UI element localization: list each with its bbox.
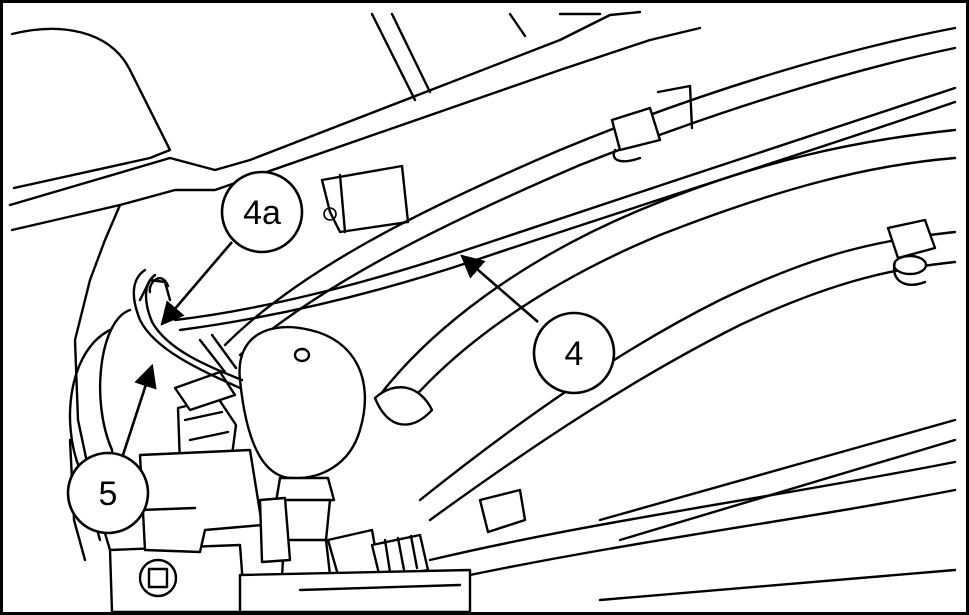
left-mount bbox=[68, 278, 172, 542]
valve-block bbox=[108, 448, 472, 614]
hose-clamp bbox=[886, 218, 937, 286]
callout-label-4: 4 bbox=[565, 335, 584, 373]
callout-label-4a: 4a bbox=[243, 194, 281, 232]
callout-5: 5 bbox=[66, 451, 150, 535]
clip-bracket bbox=[320, 164, 410, 234]
hose-bundle bbox=[173, 26, 957, 602]
leader-4 bbox=[460, 254, 539, 323]
leader-lines bbox=[120, 241, 539, 459]
callout-label-5: 5 bbox=[99, 475, 118, 513]
leader-4a bbox=[160, 241, 233, 326]
callout-4: 4 bbox=[532, 311, 616, 395]
accumulator bbox=[238, 325, 367, 579]
hose-end-mid bbox=[373, 386, 527, 534]
wire-harness bbox=[132, 268, 244, 390]
upper-frame-structure bbox=[8, 10, 702, 562]
callout-4a: 4a bbox=[220, 170, 304, 254]
leader-5 bbox=[120, 363, 157, 459]
upper-clip bbox=[610, 84, 694, 163]
